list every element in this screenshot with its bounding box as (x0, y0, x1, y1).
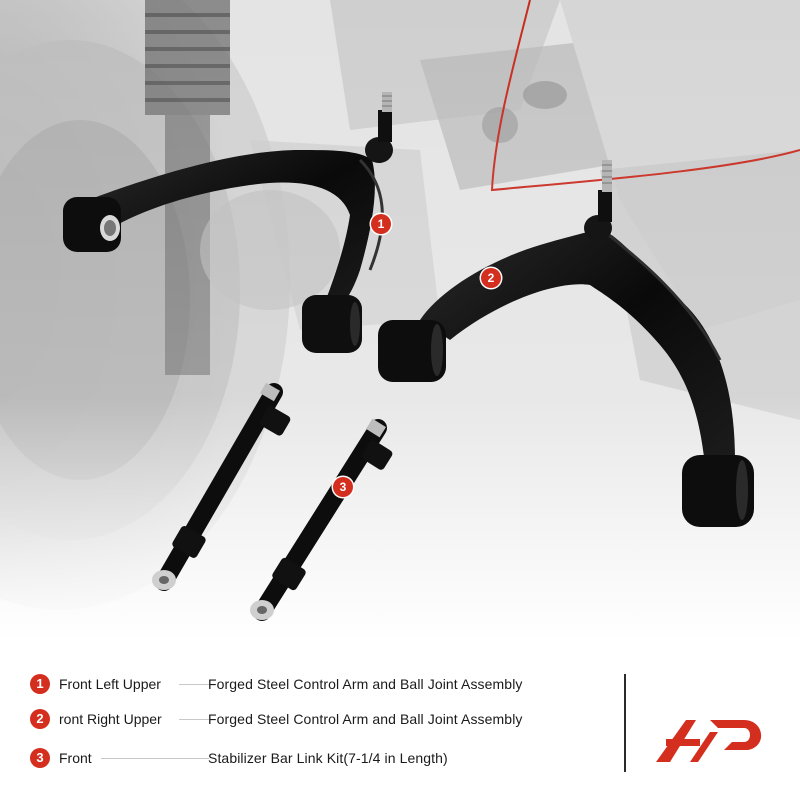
legend-divider-line (179, 683, 209, 685)
legend-number: 3 (30, 748, 50, 768)
legend-number: 1 (30, 674, 50, 694)
legend-row: 1 Front Left Upper Forged Steel Control … (30, 672, 522, 696)
callout-badge-3: 3 (333, 477, 353, 497)
legend-description: Forged Steel Control Arm and Ball Joint … (208, 676, 523, 692)
control-arm-right (378, 160, 754, 527)
stabilizer-link-right (250, 418, 393, 621)
callout-badge-1: 1 (371, 214, 391, 234)
vertical-divider (624, 674, 626, 772)
legend-row: 3 Front Stabilizer Bar Link Kit(7-1/4 in… (30, 746, 448, 770)
a-premium-logo-icon (656, 720, 762, 762)
legend-description: Forged Steel Control Arm and Ball Joint … (208, 711, 523, 727)
product-photo (0, 0, 800, 640)
legend-row: 2 ront Right Upper Forged Steel Control … (30, 707, 522, 731)
legend-number: 2 (30, 709, 50, 729)
parts-legend: 1 Front Left Upper Forged Steel Control … (0, 650, 800, 800)
stabilizer-link-left (152, 382, 291, 591)
legend-position: ront Right Upper (59, 711, 162, 727)
callout-badge-2: 2 (481, 268, 501, 288)
legend-divider-line (101, 757, 209, 759)
legend-divider-line (179, 718, 209, 720)
legend-position: Front Left Upper (59, 676, 161, 692)
legend-description: Stabilizer Bar Link Kit(7-1/4 in Length) (208, 750, 448, 766)
legend-position: Front (59, 750, 92, 766)
control-arm-left (63, 92, 393, 353)
